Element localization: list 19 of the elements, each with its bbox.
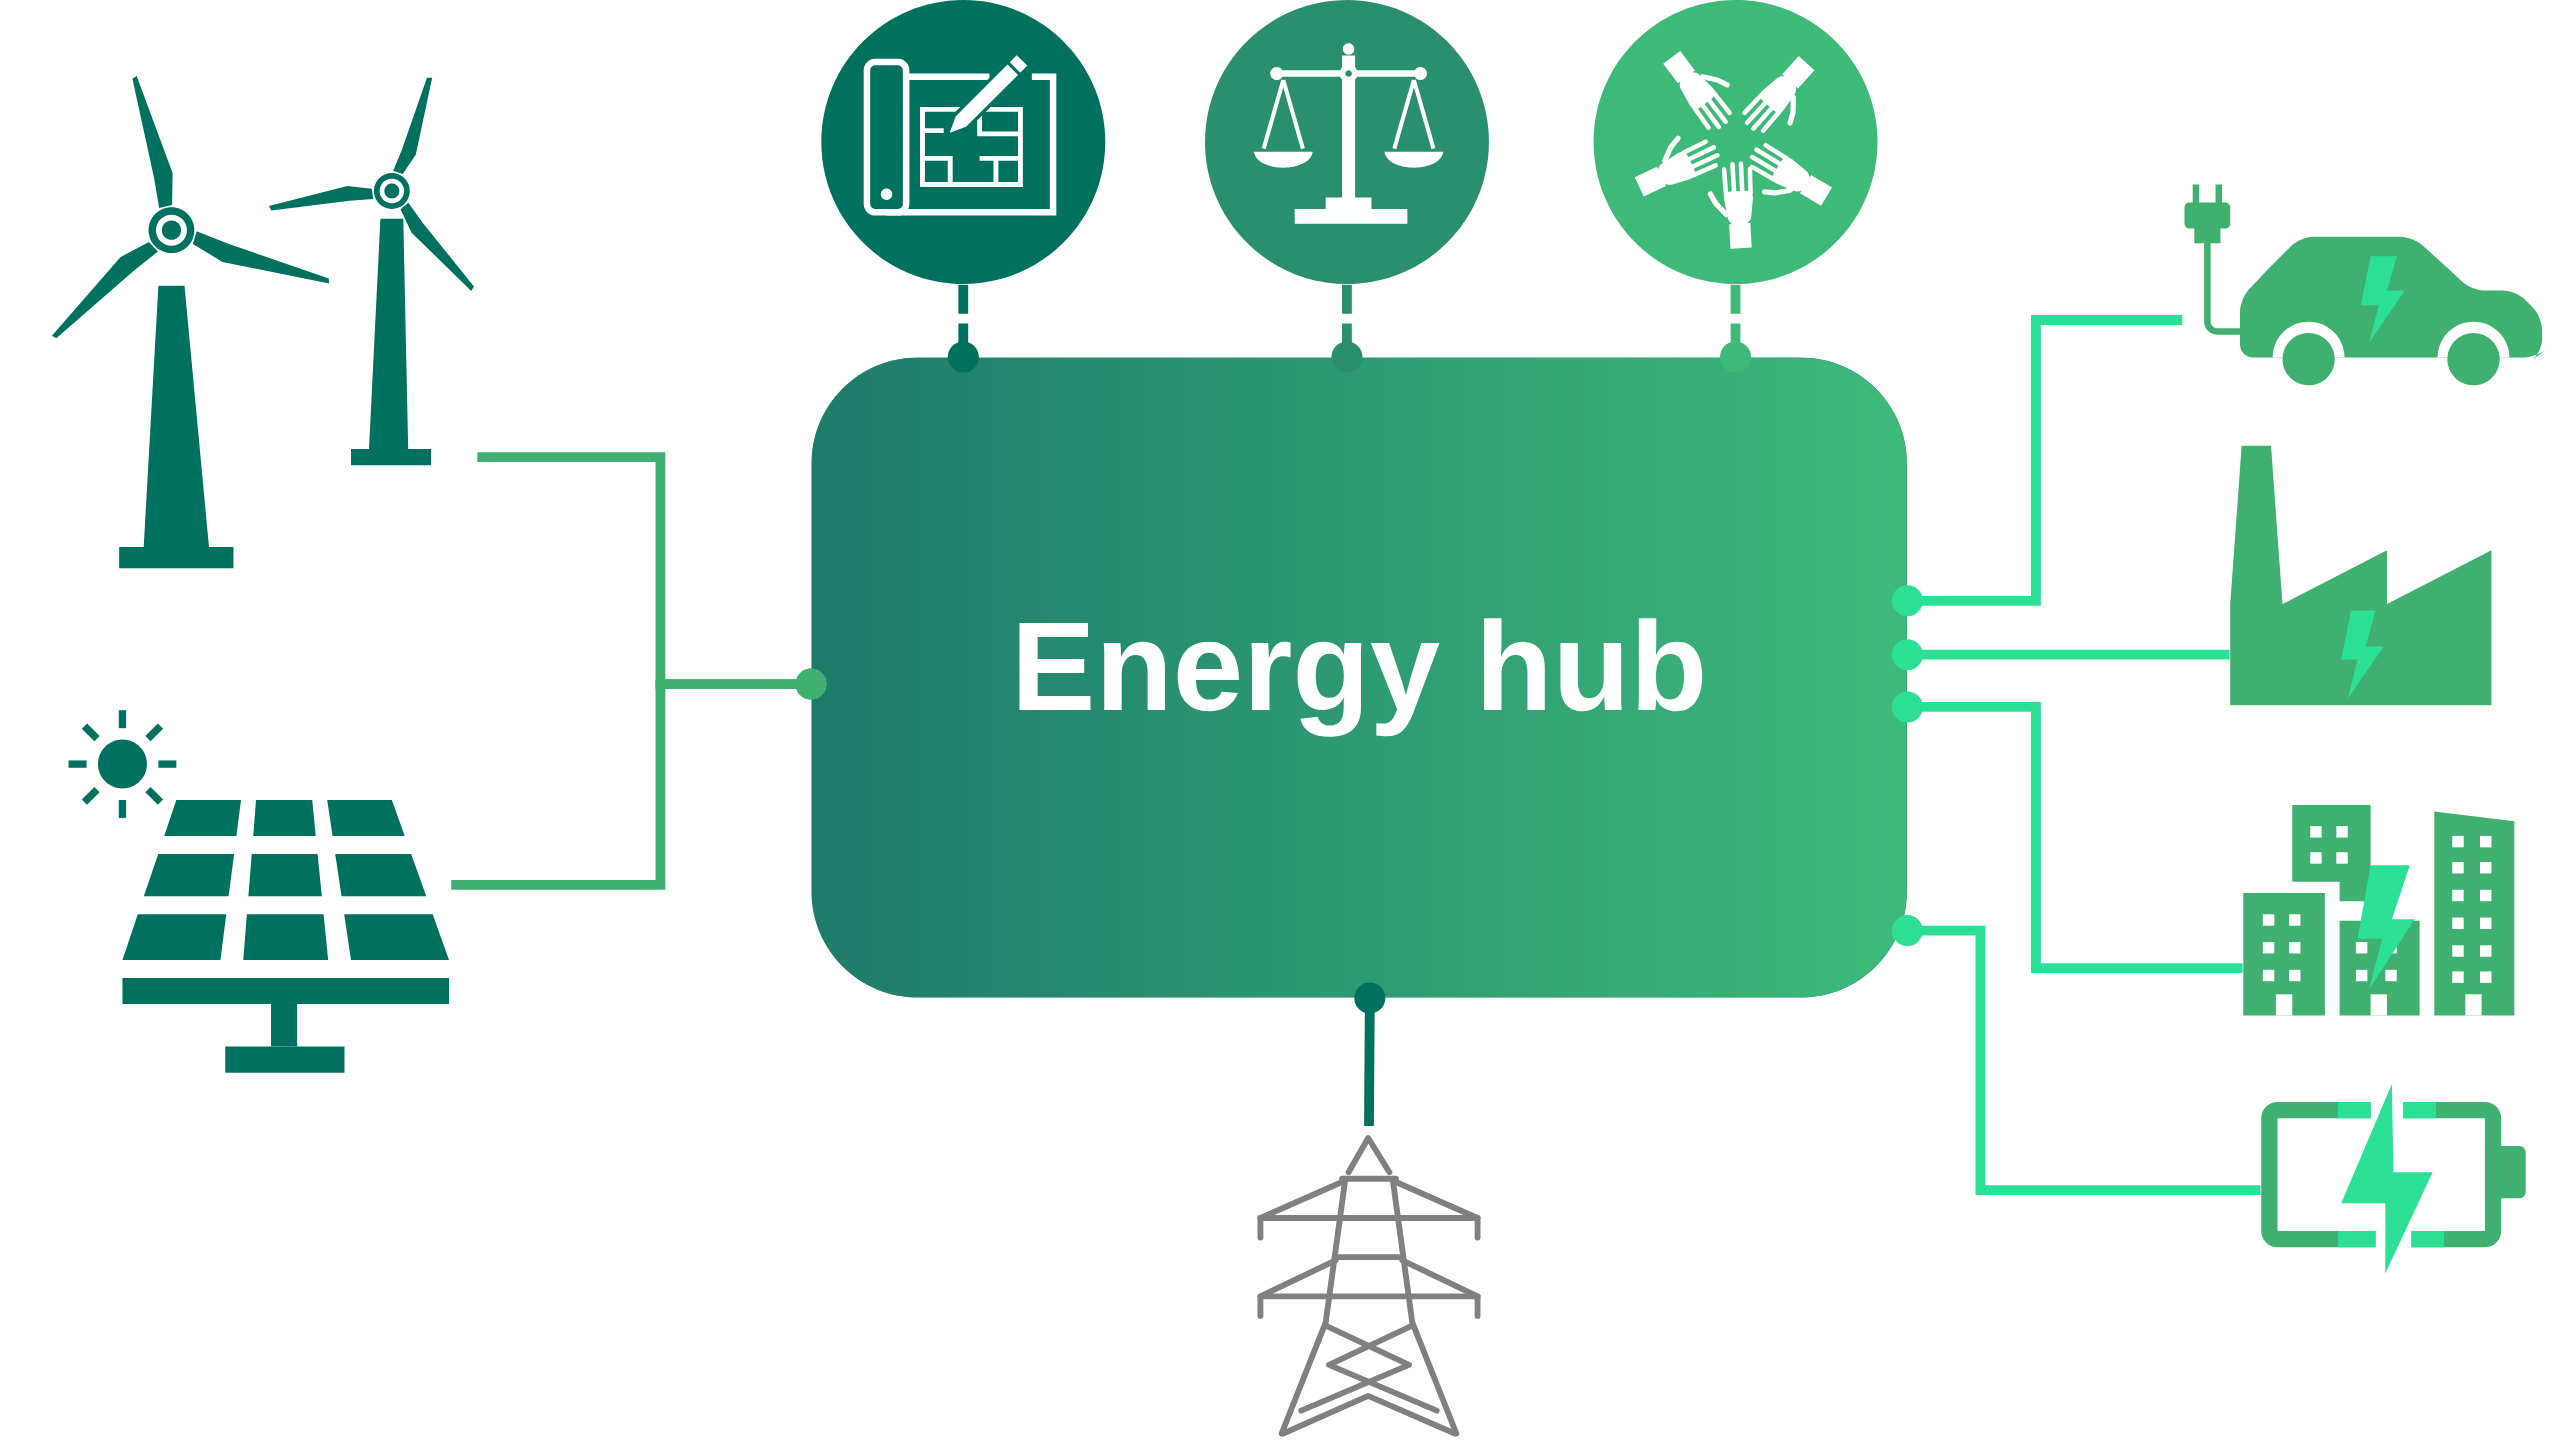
hub-title: Energy hub — [1019, 618, 1703, 737]
transmission-tower-icon — [1257, 1135, 1481, 1437]
connector-line — [1891, 315, 2183, 617]
connector-line — [1891, 691, 2243, 974]
scales-icon — [1205, 0, 1489, 285]
battery-icon — [2261, 1084, 2526, 1274]
blueprint-icon — [821, 0, 1106, 285]
factory-icon — [2230, 445, 2492, 706]
connector-line — [1891, 639, 2230, 671]
connector-line — [1354, 982, 1386, 1127]
electric-car-icon — [2184, 184, 2546, 386]
connector-line — [451, 668, 827, 890]
connector-line — [947, 284, 979, 373]
hands-icon — [1593, 0, 1878, 285]
connector-line — [1720, 284, 1752, 373]
wind-turbines-icon — [51, 76, 474, 569]
connector-line — [1891, 915, 2261, 1196]
connector-line — [1331, 284, 1363, 373]
city-buildings-icon — [2243, 805, 2515, 1016]
